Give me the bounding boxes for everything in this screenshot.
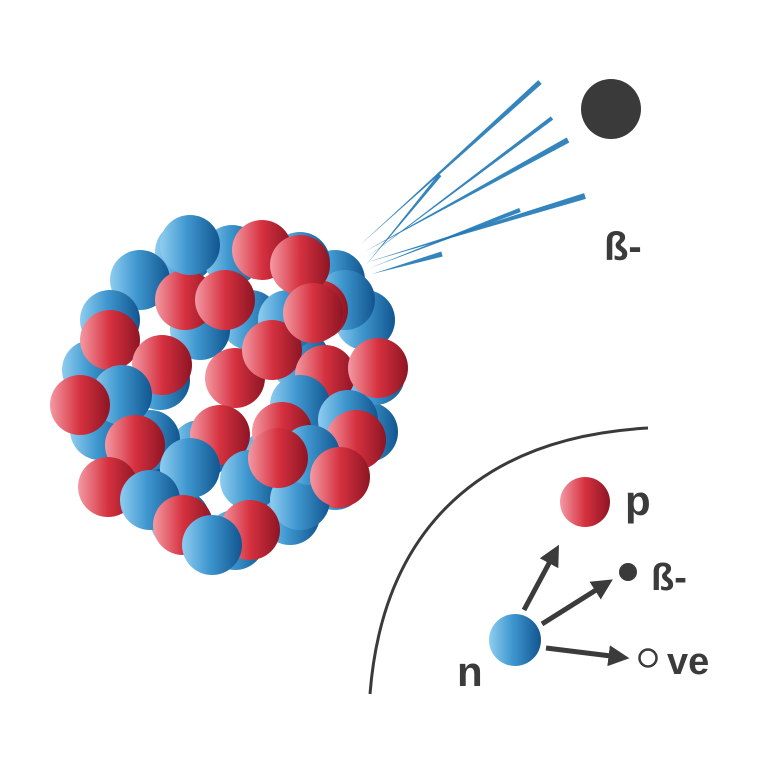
emission-ray bbox=[370, 207, 521, 268]
emission-rays bbox=[360, 80, 586, 274]
emission-ray bbox=[360, 80, 542, 245]
nucleus-proton bbox=[80, 310, 140, 370]
proton-label: p bbox=[625, 477, 651, 524]
emitted-particle-label: ß- bbox=[604, 225, 642, 269]
proton-particle bbox=[560, 477, 610, 527]
emission-ray bbox=[372, 251, 443, 274]
nucleus bbox=[50, 215, 408, 575]
electron-label: ß- bbox=[651, 557, 687, 599]
nucleus-proton bbox=[248, 428, 308, 488]
arrow-icon bbox=[540, 579, 613, 627]
nucleus-proton bbox=[270, 235, 330, 295]
neutron-label: n bbox=[457, 648, 483, 695]
nucleus-proton bbox=[348, 338, 408, 398]
antineutrino-label: ve bbox=[667, 641, 709, 683]
nucleus-neutron bbox=[160, 215, 220, 275]
nucleus-proton bbox=[310, 447, 370, 507]
arrow-icon bbox=[521, 544, 559, 612]
nucleus-proton bbox=[242, 320, 302, 380]
nucleus-proton bbox=[283, 283, 343, 343]
nucleus-neutron bbox=[160, 438, 220, 498]
hollow-circle-icon bbox=[638, 648, 658, 668]
nucleus-proton bbox=[195, 270, 255, 330]
nucleus-neutron bbox=[182, 515, 242, 575]
inset-arc bbox=[368, 426, 649, 695]
emission-ray bbox=[364, 137, 570, 252]
electron-dot-icon bbox=[619, 563, 637, 581]
nucleus-proton bbox=[50, 375, 110, 435]
emission-ray bbox=[366, 173, 442, 265]
arrow-icon bbox=[545, 645, 630, 667]
emission-ray bbox=[366, 116, 554, 258]
neutron-particle bbox=[489, 614, 541, 666]
emitted-beta-particle bbox=[581, 79, 641, 139]
